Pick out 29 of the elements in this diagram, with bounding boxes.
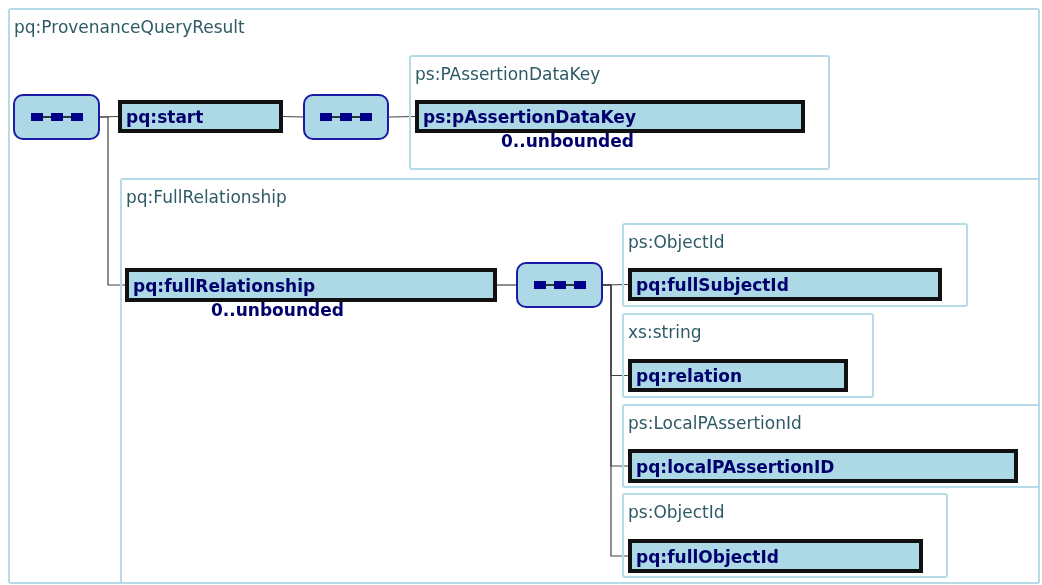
- connector-line: [282, 115, 304, 118]
- type-container: [622, 493, 948, 578]
- type-container: [8, 8, 1040, 584]
- sequence-compositor: [13, 94, 100, 140]
- connector-line: [496, 284, 517, 286]
- type-container: [409, 55, 830, 170]
- type-name: ps:ObjectId: [628, 501, 725, 524]
- type-name: xs:string: [628, 321, 702, 344]
- sequence-compositor: [516, 262, 603, 308]
- type-container: [622, 313, 874, 398]
- connector-line: [388, 115, 416, 118]
- connector-line: [602, 284, 629, 557]
- type-name: ps:PAssertionDataKey: [415, 63, 601, 86]
- multiplicity-label: 0..unbounded: [211, 299, 344, 322]
- multiplicity-label: 0..unbounded: [501, 130, 634, 153]
- type-container: [622, 223, 968, 307]
- type-container: [622, 404, 1040, 488]
- type-name: pq:FullRelationship: [126, 186, 287, 209]
- type-container: [120, 178, 1040, 584]
- connector-line: [99, 116, 126, 286]
- element-box: pq:relation: [628, 359, 848, 392]
- type-name: ps:LocalPAssertionId: [628, 412, 802, 435]
- element-box: pq:fullObjectId: [628, 539, 923, 573]
- type-name: ps:ObjectId: [628, 231, 725, 254]
- sequence-compositor: [303, 94, 389, 140]
- element-box: pq:start: [118, 100, 283, 133]
- element-box: pq:fullSubjectId: [628, 268, 942, 301]
- element-box: pq:localPAssertionID: [628, 449, 1018, 483]
- type-name: pq:ProvenanceQueryResult: [14, 16, 245, 39]
